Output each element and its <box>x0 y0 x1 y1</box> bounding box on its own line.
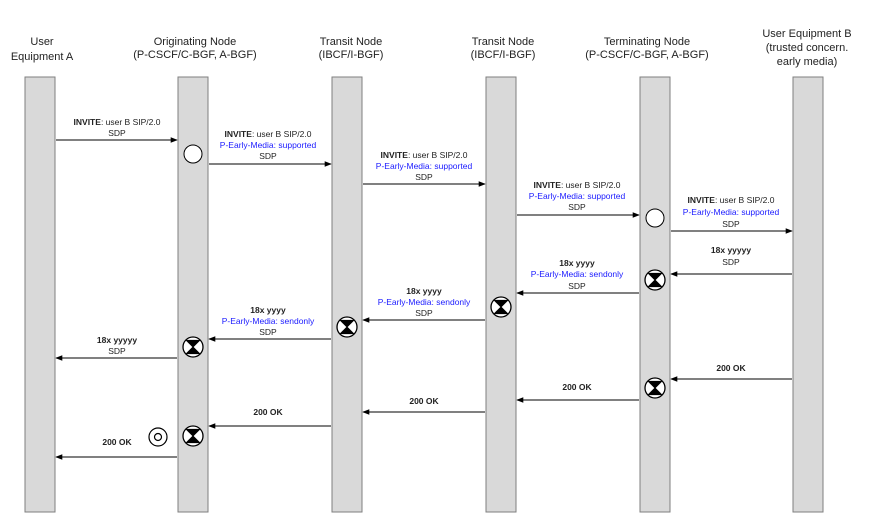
header-line: User <box>30 36 54 48</box>
crossed-circle-icon <box>644 377 666 399</box>
crossed-circle-icon <box>336 316 358 338</box>
message-method: INVITE <box>534 180 562 190</box>
lifeline-transit-node-2 <box>485 76 517 513</box>
message-18x-3: 18x yyyy P-Early-Media: sendonly SDP <box>362 286 485 323</box>
header-user-equipment-b: User Equipment B (trusted concern. early… <box>762 28 851 68</box>
header-transit-node-1: Transit Node (IBCF/I-BGF) <box>319 36 384 61</box>
message-sdp: SDP <box>415 172 433 182</box>
message-p-early-media: P-Early-Media: supported <box>683 207 780 217</box>
message-sdp: SDP <box>259 327 277 337</box>
svg-text:INVITE: user B SIP/2.0: INVITE: user B SIP/2.0 <box>74 117 161 127</box>
message-18x-2: 18x yyyy P-Early-Media: sendonly SDP <box>516 258 639 296</box>
message-sdp: SDP <box>108 128 126 138</box>
header-line: (P-CSCF/C-BGF, A-BGF) <box>133 49 256 61</box>
message-request-uri: : user B SIP/2.0 <box>252 129 312 139</box>
message-request-uri: : user B SIP/2.0 <box>715 195 775 205</box>
message-200-ok-3: 200 OK <box>362 396 485 415</box>
message-status: 18x yyyy <box>559 258 595 268</box>
header-line: (P-CSCF/C-BGF, A-BGF) <box>585 49 708 61</box>
message-sdp: SDP <box>568 202 586 212</box>
header-line: Terminating Node <box>604 36 690 48</box>
message-18x-4: 18x yyyy P-Early-Media: sendonly SDP <box>208 305 331 342</box>
lifeline-user-equipment-a <box>24 76 56 513</box>
message-p-early-media: P-Early-Media: sendonly <box>222 316 315 326</box>
message-sdp: SDP <box>415 308 433 318</box>
svg-text:INVITE: user B SIP/2.0: INVITE: user B SIP/2.0 <box>534 180 621 190</box>
message-method: INVITE <box>381 150 409 160</box>
message-200-ok-2: 200 OK <box>516 382 639 403</box>
message-status: 200 OK <box>409 396 439 406</box>
message-p-early-media: P-Early-Media: sendonly <box>378 297 471 307</box>
message-200-ok-4: 200 OK <box>208 407 331 429</box>
message-invite-1: INVITE: user B SIP/2.0 SDP <box>56 117 178 143</box>
double-circle-icon <box>148 427 168 447</box>
message-status: 200 OK <box>562 382 592 392</box>
message-p-early-media: P-Early-Media: sendonly <box>531 269 624 279</box>
message-p-early-media: P-Early-Media: supported <box>220 140 317 150</box>
message-status: 200 OK <box>716 363 746 373</box>
message-request-uri: : user B SIP/2.0 <box>101 117 161 127</box>
message-p-early-media: P-Early-Media: supported <box>376 161 473 171</box>
message-18x-1: 18x yyyyy SDP <box>670 245 792 277</box>
message-p-early-media: P-Early-Media: supported <box>529 191 626 201</box>
header-line: Originating Node <box>154 36 237 48</box>
lifeline-originating-node <box>177 76 209 513</box>
message-status: 18x yyyyy <box>97 335 137 345</box>
message-status: 18x yyyy <box>250 305 286 315</box>
message-invite-4: INVITE: user B SIP/2.0 P-Early-Media: su… <box>517 180 640 218</box>
crossed-circle-icon <box>490 296 512 318</box>
message-sdp: SDP <box>722 257 740 267</box>
message-200-ok-1: 200 OK <box>670 363 792 382</box>
message-status: 200 OK <box>102 437 132 447</box>
header-line: (IBCF/I-BGF) <box>319 49 384 61</box>
crossed-circle-icon <box>644 269 666 291</box>
svg-text:INVITE: user B SIP/2.0: INVITE: user B SIP/2.0 <box>225 129 312 139</box>
message-status: 18x yyyy <box>406 286 442 296</box>
crossed-circle-icon <box>182 425 204 447</box>
message-200-ok-5: 200 OK <box>55 437 177 460</box>
lifeline-user-equipment-b <box>792 76 824 513</box>
message-sdp: SDP <box>259 151 277 161</box>
header-line: (IBCF/I-BGF) <box>471 49 536 61</box>
message-request-uri: : user B SIP/2.0 <box>408 150 468 160</box>
message-invite-3: INVITE: user B SIP/2.0 P-Early-Media: su… <box>363 150 486 187</box>
message-invite-5: INVITE: user B SIP/2.0 P-Early-Media: su… <box>671 195 793 234</box>
message-invite-2: INVITE: user B SIP/2.0 P-Early-Media: su… <box>209 129 332 167</box>
header-line: (trusted concern. <box>766 42 849 54</box>
header-line: Transit Node <box>320 36 383 48</box>
message-method: INVITE <box>225 129 253 139</box>
message-method: INVITE <box>688 195 716 205</box>
message-sdp: SDP <box>722 219 740 229</box>
lifeline-transit-node-1 <box>331 76 363 513</box>
header-line: Transit Node <box>472 36 535 48</box>
header-line: Equipment A <box>11 51 74 63</box>
lifeline-terminating-node <box>639 76 671 513</box>
message-request-uri: : user B SIP/2.0 <box>561 180 621 190</box>
header-user-equipment-a: User Equipment A <box>11 36 74 63</box>
message-status: 18x yyyyy <box>711 245 751 255</box>
open-circle-icon <box>645 208 665 228</box>
header-line: User Equipment B <box>762 28 851 40</box>
header-originating-node: Originating Node (P-CSCF/C-BGF, A-BGF) <box>133 36 256 61</box>
header-terminating-node: Terminating Node (P-CSCF/C-BGF, A-BGF) <box>585 36 708 61</box>
crossed-circle-icon <box>182 336 204 358</box>
message-method: INVITE <box>74 117 102 127</box>
message-status: 200 OK <box>253 407 283 417</box>
message-sdp: SDP <box>108 346 126 356</box>
message-sdp: SDP <box>568 281 586 291</box>
open-circle-icon <box>183 144 203 164</box>
svg-text:INVITE: user B SIP/2.0: INVITE: user B SIP/2.0 <box>688 195 775 205</box>
message-18x-5: 18x yyyyy SDP <box>55 335 177 361</box>
header-transit-node-2: Transit Node (IBCF/I-BGF) <box>471 36 536 61</box>
svg-text:INVITE: user B SIP/2.0: INVITE: user B SIP/2.0 <box>381 150 468 160</box>
header-line: early media) <box>777 56 838 68</box>
